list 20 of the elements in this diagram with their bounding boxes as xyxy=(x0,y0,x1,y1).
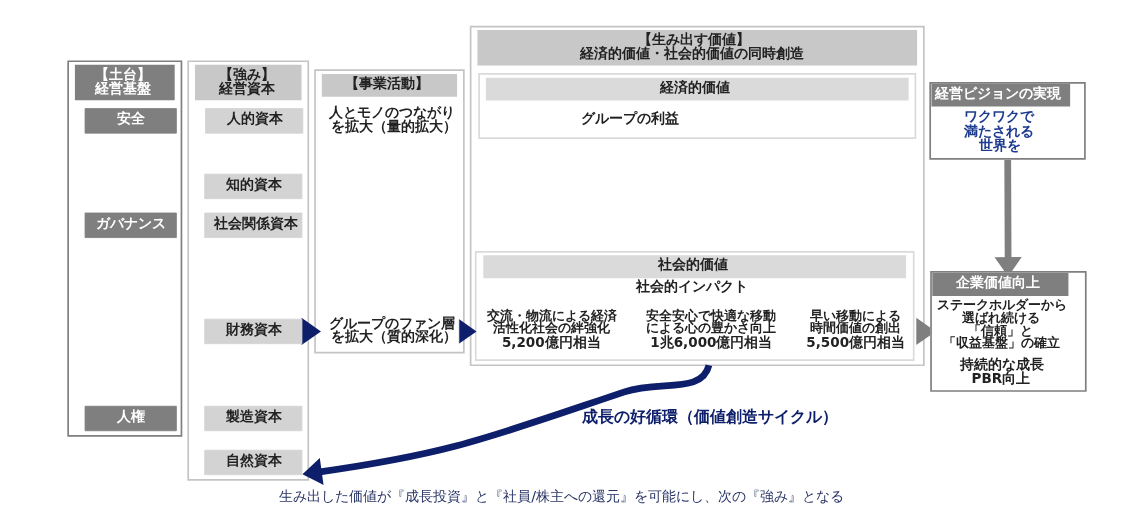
arrow xyxy=(301,317,321,345)
node-text: 企業価値向上 ステークホルダーから選ばれ続ける「信頼」と「収益基盤」の確立 持続的な成長PBR向上 xyxy=(936,274,1067,386)
node-text: グループの利益 xyxy=(581,110,680,127)
node-box: 安全 xyxy=(84,108,177,134)
node-box: 知的資本 xyxy=(204,173,303,200)
node-text: 安全安心で快適な移動による心の豊かさ向上 1兆6,000億円相当 xyxy=(646,307,777,351)
arrow xyxy=(457,317,477,345)
node-box: 製造資本 xyxy=(204,405,303,432)
node-box: 人的資本 xyxy=(205,108,304,134)
node-box: 社会関係資本 xyxy=(204,212,303,238)
node-text: 交流・物流による経済活性化社会の絆強化 5,200億円相当 xyxy=(486,307,617,351)
caption: 生み出した価値が『成長投資』と『社員/株主への還元』を可能にし、次の『強み』となる xyxy=(279,488,845,505)
node-box: ガバナンス xyxy=(84,212,177,238)
node-box: 人権 xyxy=(84,405,177,432)
edge-label: 成長の好循環（価値創造サイクル） xyxy=(582,406,839,426)
node-text: 早い移動による時間価値の創出 5,500億円相当 xyxy=(806,307,906,351)
node-box: 財務資本 xyxy=(204,318,303,345)
node-text: 経営ビジョンの実現 ワクワクで満たされる世界を xyxy=(934,84,1061,154)
node-box: 自然資本 xyxy=(204,449,303,476)
node-text: 人とモノのつながりを拡大（量的拡大） xyxy=(328,104,457,134)
